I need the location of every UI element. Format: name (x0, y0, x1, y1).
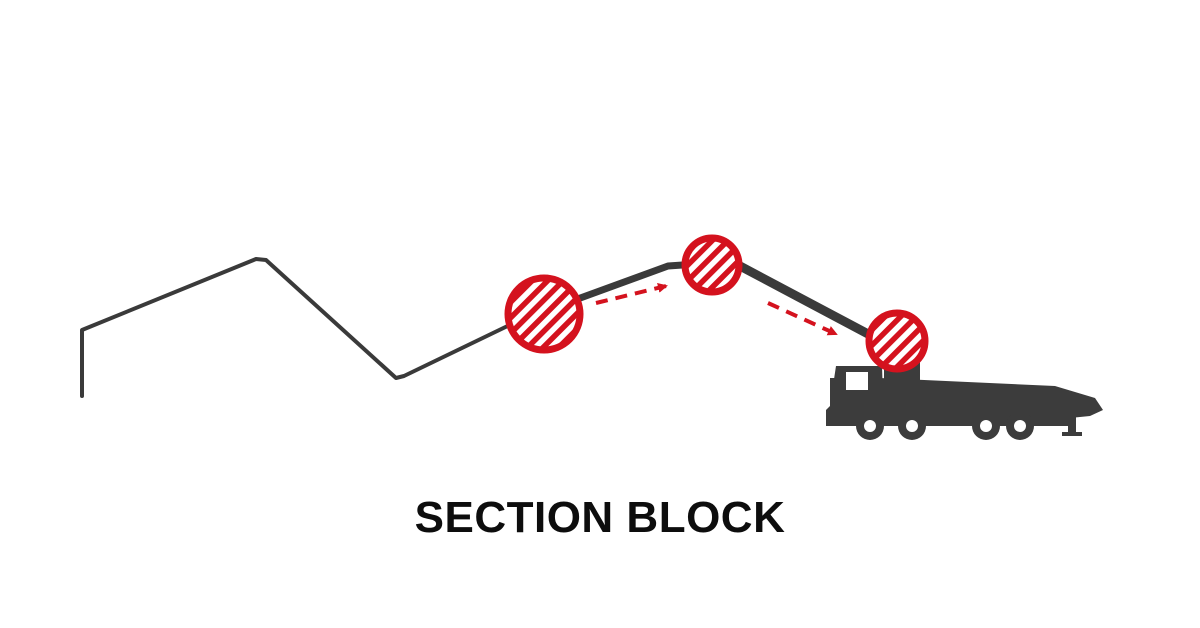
cab-window (846, 372, 868, 390)
block-marker-2 (681, 234, 743, 296)
caption-title: SECTION BLOCK (414, 493, 786, 542)
boom-line-thin (80, 257, 522, 398)
truck-chassis (830, 378, 1103, 426)
wheel (864, 420, 876, 432)
block-marker-1 (504, 274, 584, 354)
truck-wheels (856, 412, 1034, 440)
flow-arrow-2 (767, 301, 838, 336)
boom-arm (80, 257, 910, 398)
wheel (906, 420, 918, 432)
outrigger-foot (1062, 432, 1082, 436)
block-marker-3 (865, 309, 929, 373)
flow-arrow-1 (595, 283, 668, 305)
outrigger-leg (1068, 410, 1076, 434)
wheel (980, 420, 992, 432)
wheel (1014, 420, 1026, 432)
truck-cab (826, 366, 884, 426)
pump-truck (826, 346, 1103, 440)
